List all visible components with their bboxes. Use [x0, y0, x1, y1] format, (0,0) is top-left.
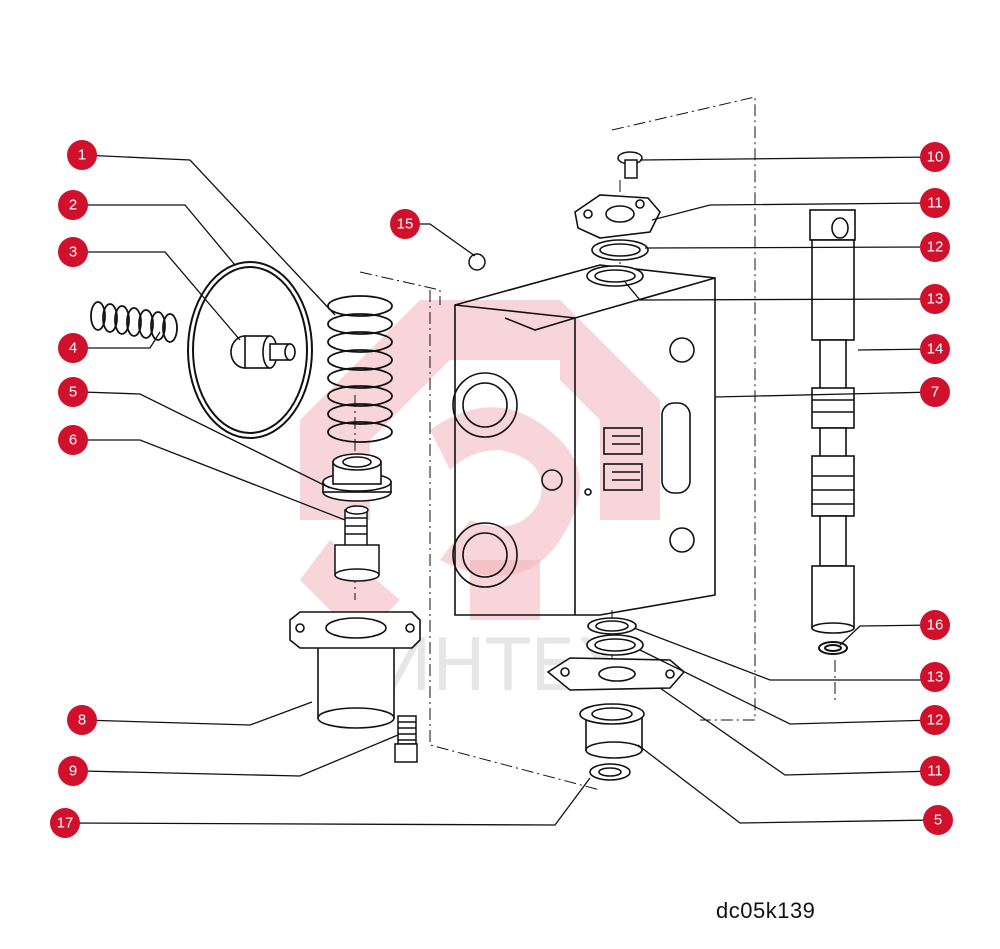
svg-text:4: 4 — [69, 340, 77, 357]
svg-text:5: 5 — [934, 812, 942, 829]
svg-text:15: 15 — [397, 216, 414, 233]
callout-12-bottom: 12 — [920, 705, 950, 735]
cap-housing — [289, 611, 421, 729]
callout-15: 15 — [390, 209, 420, 239]
screw — [394, 715, 418, 763]
svg-text:17: 17 — [57, 815, 74, 832]
svg-text:10: 10 — [927, 149, 944, 166]
callouts: 1 2 3 4 5 6 8 9 17 15 10 11 12 13 14 7 1… — [50, 140, 953, 838]
svg-text:13: 13 — [927, 669, 944, 686]
svg-text:11: 11 — [927, 763, 943, 780]
svg-text:12: 12 — [927, 239, 944, 256]
callout-4: 4 — [58, 333, 88, 363]
callout-17: 17 — [50, 808, 80, 838]
diagram-reference-code: dc05k139 — [716, 898, 816, 923]
callout-5-left: 5 — [58, 377, 88, 407]
svg-text:5: 5 — [69, 384, 77, 401]
svg-text:12: 12 — [927, 712, 944, 729]
callout-13-bottom: 13 — [920, 662, 950, 692]
svg-text:9: 9 — [69, 763, 77, 780]
callout-5-right: 5 — [923, 805, 953, 835]
large-spring — [327, 295, 393, 443]
callout-2: 2 — [58, 190, 88, 220]
callout-3: 3 — [58, 237, 88, 267]
callout-8: 8 — [67, 705, 97, 735]
callout-16: 16 — [920, 610, 950, 640]
svg-text:6: 6 — [69, 432, 77, 449]
svg-text:3: 3 — [69, 244, 77, 261]
callout-12-top: 12 — [920, 232, 950, 262]
svg-text:8: 8 — [78, 712, 86, 729]
callout-7: 7 — [920, 377, 950, 407]
svg-text:13: 13 — [927, 291, 944, 308]
spring-seat-left — [322, 453, 392, 502]
svg-text:7: 7 — [931, 384, 939, 401]
spool — [809, 209, 856, 634]
piston — [230, 335, 296, 369]
callout-13-top: 13 — [920, 284, 950, 314]
small-spring — [90, 301, 178, 343]
svg-text:2: 2 — [69, 197, 77, 214]
callout-9: 9 — [58, 756, 88, 786]
svg-text:1: 1 — [78, 147, 86, 164]
top-flange-stack — [574, 194, 661, 287]
callout-11-top: 11 — [920, 188, 950, 218]
callout-14: 14 — [920, 334, 950, 364]
bottom-stack — [546, 617, 686, 781]
svg-text:11: 11 — [927, 195, 943, 212]
callout-6: 6 — [58, 425, 88, 455]
callout-10: 10 — [920, 142, 950, 172]
callout-1: 1 — [67, 140, 97, 170]
ball — [468, 253, 486, 271]
valve-stem — [334, 505, 380, 582]
large-o-ring — [187, 261, 313, 439]
valve-body — [452, 264, 716, 616]
svg-text:14: 14 — [927, 341, 944, 358]
callout-11-bottom: 11 — [920, 756, 950, 786]
retaining-clip — [818, 641, 848, 655]
top-screw — [617, 151, 643, 179]
leader-lines — [64, 154, 936, 826]
svg-text:16: 16 — [927, 617, 944, 634]
